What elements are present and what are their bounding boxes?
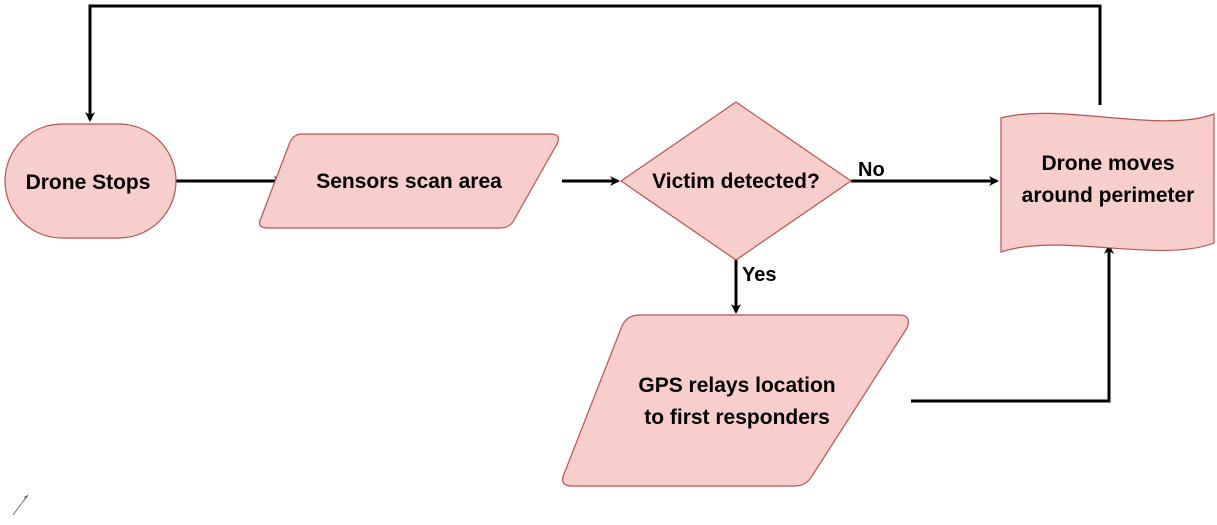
node-label-gps-line-1: GPS relays location [638, 374, 835, 397]
node-drone-moves-around-perimeter[interactable]: Drone moves around perimeter [1000, 112, 1215, 253]
terminator-shape [4, 123, 177, 239]
node-label-gps-line-2: to first responders [644, 406, 830, 429]
edge-perimeter-to-drone-stops [85, 4, 1102, 122]
decision-diamond-shape [619, 101, 853, 261]
node-label-drone-stops: Drone Stops [26, 171, 151, 194]
parallelogram-shape [562, 314, 909, 487]
node-drone-stops[interactable]: Drone Stops [4, 123, 177, 239]
document-shape [1000, 112, 1215, 253]
edge-label-no: No [858, 159, 885, 181]
node-label-sensors-scan-area: Sensors scan area [316, 170, 502, 193]
edge-gps-to-perimeter [911, 244, 1114, 403]
node-gps-relays-location[interactable]: GPS relays location to first responders [562, 314, 909, 487]
node-victim-detected[interactable]: Victim detected? [619, 101, 853, 261]
resize-handle-tip [24, 495, 28, 499]
edge-label-yes: Yes [742, 264, 776, 286]
node-label-victim-detected: Victim detected? [652, 170, 820, 193]
node-sensors-scan-area[interactable]: Sensors scan area [258, 133, 560, 229]
node-label-drone-moves-line-1: Drone moves [1041, 152, 1174, 175]
node-label-drone-moves-line-2: around perimeter [1022, 184, 1195, 207]
parallelogram-shape [258, 133, 560, 229]
